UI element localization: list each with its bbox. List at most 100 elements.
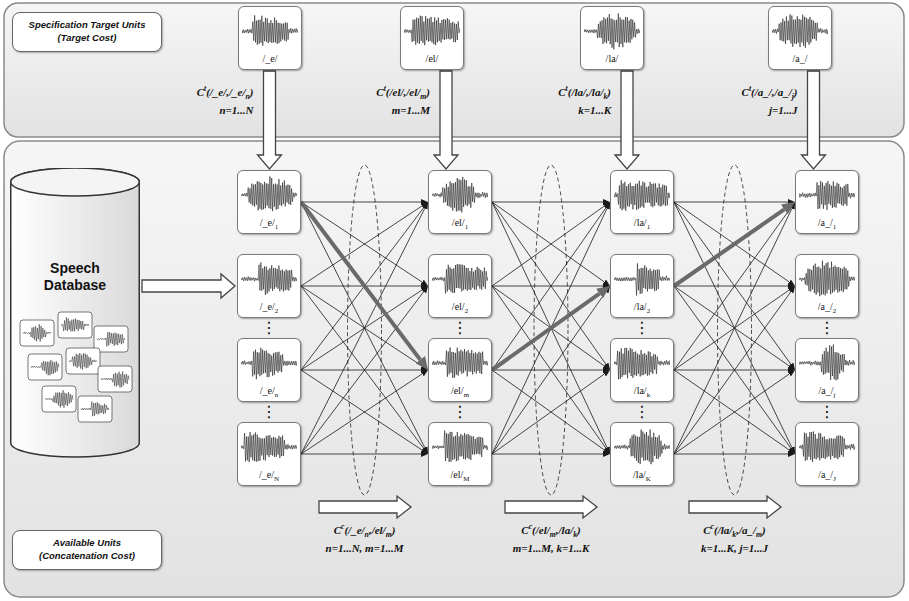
waveform-picture: [432, 259, 488, 299]
concatenation-link: [301, 202, 421, 203]
concatenation-link: [492, 286, 604, 366]
waveform-picture: [241, 259, 297, 299]
transition-group: [348, 165, 382, 495]
text-part: ): [426, 86, 430, 98]
waveform: [241, 176, 297, 211]
node-text: /a_/: [771, 53, 829, 65]
text-part: t: [204, 84, 206, 93]
concatenation-link: [492, 292, 606, 454]
waveform-picture: [799, 175, 855, 215]
target-cost-formula: Ct(/a_/,/a_/j): [742, 86, 798, 99]
waveform: [584, 13, 640, 49]
waveform: [101, 371, 129, 387]
candidate-unit: /a_/J: [795, 422, 859, 486]
waveform: [241, 348, 297, 379]
text-part: /_e/: [260, 217, 275, 228]
concatenation-link: [492, 206, 604, 286]
text-part: ⋮: [634, 402, 650, 421]
flow-arrow: [434, 71, 458, 169]
text-part: m: [386, 530, 392, 539]
index-range: k=1...K, j=1...J: [701, 542, 768, 555]
waveform-picture: [432, 175, 488, 215]
text-part: (/el/: [532, 524, 550, 536]
concatenation-link: [301, 202, 422, 282]
direction-arrow: [505, 496, 597, 518]
concatenation-link: [674, 202, 791, 364]
text-part: /a_/: [818, 469, 833, 480]
candidate-unit: /la/K: [610, 422, 674, 486]
concatenation-cost-formula: Cc(/_e/n,/el/m): [334, 524, 396, 537]
text-part: /_e/: [259, 469, 274, 480]
cylinder-body: [11, 168, 140, 457]
waveform: [404, 16, 460, 46]
concatenation-cost-formula: Cc(/el/m,/la/k): [521, 524, 580, 537]
ellipsis-dots: ⋮: [634, 404, 650, 420]
sample-card: [28, 354, 62, 380]
waveform: [614, 263, 670, 295]
node-text: /la/2: [613, 301, 671, 313]
concatenation-link: [301, 208, 425, 454]
waveform: [31, 360, 59, 375]
node-text: Specification Target Units: [19, 19, 155, 32]
best-path-link: [492, 294, 599, 370]
text-part: ): [250, 86, 254, 98]
concatenation-link: [301, 286, 421, 287]
text-part: t: [384, 84, 386, 93]
waveform-picture: [799, 343, 855, 383]
candidate-unit: /_e/2: [237, 254, 301, 318]
text-part: ): [392, 524, 396, 536]
node-text: /el/1: [431, 217, 489, 229]
text-part: m=1...M, k=1...K: [513, 542, 590, 554]
concatenation-link: [492, 208, 606, 370]
concatenation-link: [674, 454, 788, 455]
concatenation-link: [301, 286, 422, 366]
text-part: 1: [465, 223, 469, 231]
text-part: /a_/: [819, 385, 834, 396]
text-part: 2: [647, 307, 651, 315]
text-part: ): [794, 86, 798, 98]
node-text: /a_/1: [798, 217, 856, 229]
text-part: ⋮: [819, 318, 835, 337]
candidate-unit: /_e/1: [237, 170, 301, 234]
text-part: k=1...K, j=1...J: [701, 542, 768, 554]
concatenation-link: [492, 370, 603, 371]
concatenation-link: [301, 374, 422, 454]
text-part: ⋮: [452, 318, 468, 337]
text-part: k: [647, 391, 651, 399]
flow-arrow: [142, 274, 235, 298]
text-part: ⋮: [261, 318, 277, 337]
text-part: C: [742, 86, 749, 98]
index-range: n=1...N: [219, 104, 253, 117]
node-text: /_e/n: [240, 385, 298, 397]
index-range: m=1...M, k=1...K: [513, 542, 590, 555]
section-label: Specification Target Units(Target Cost): [12, 12, 162, 52]
ellipsis-dots: ⋮: [819, 320, 835, 336]
text-part: ): [762, 524, 766, 536]
ellipsis-dots: ⋮: [819, 404, 835, 420]
waveform: [45, 390, 73, 407]
node-text: /_e/2: [240, 301, 298, 313]
concatenation-link: [492, 202, 603, 203]
text-part: C: [521, 524, 528, 536]
concatenation-link: [301, 290, 422, 370]
text-part: t: [749, 84, 751, 93]
candidate-unit: /la/2: [610, 254, 674, 318]
text-part: Available Units: [53, 537, 121, 548]
candidate-unit: /a_/2: [795, 254, 859, 318]
text-part: C: [703, 524, 710, 536]
text-part: M: [463, 475, 469, 483]
concatenation-link: [674, 292, 791, 454]
sample-card: [20, 320, 54, 346]
waveform-picture: [799, 427, 855, 467]
target-unit: /la/: [580, 6, 644, 70]
text-part: ,/el/: [369, 524, 386, 536]
concatenation-link: [301, 292, 424, 454]
waveform: [23, 324, 51, 341]
text-part: Specification Target Units: [29, 19, 146, 30]
concatenation-link: [674, 286, 791, 448]
speech-sample: [58, 312, 92, 338]
index-range: j=1...J: [769, 104, 798, 117]
waveform: [242, 15, 298, 45]
text-part: n=1...N, m=1...M: [326, 542, 404, 554]
